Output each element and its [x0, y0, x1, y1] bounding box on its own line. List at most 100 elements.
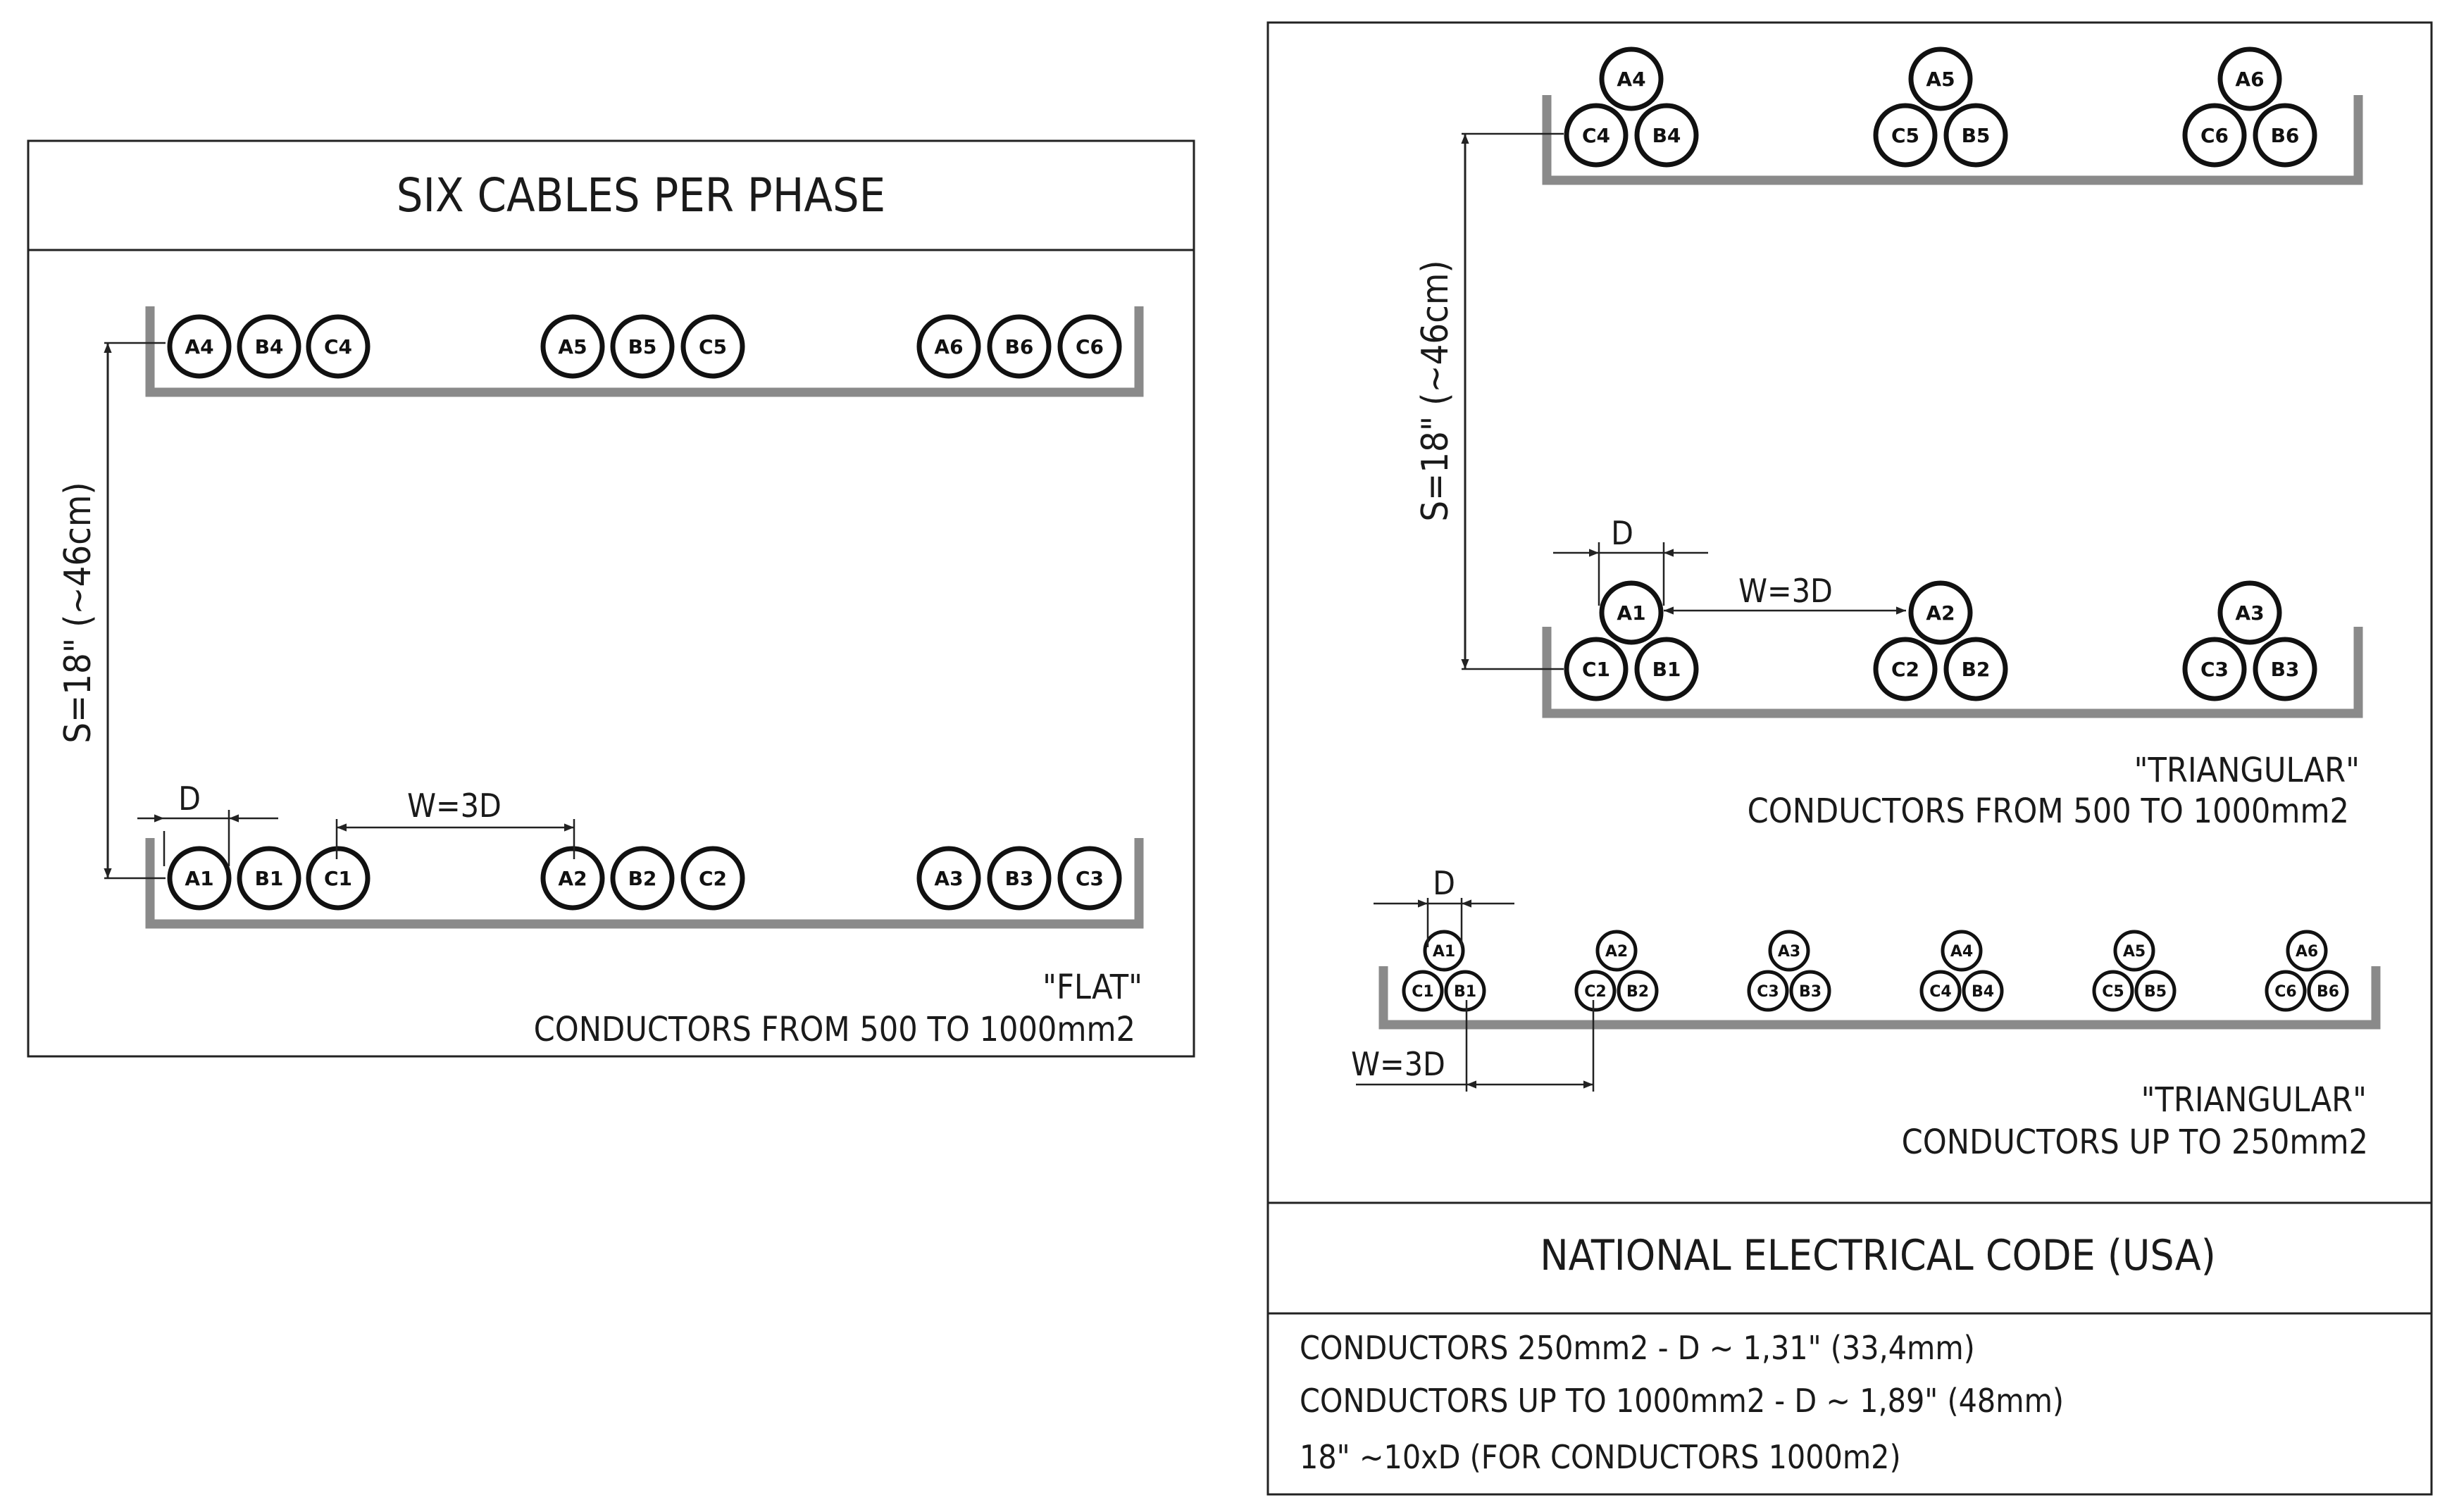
cable-b4: B4: [1962, 970, 2004, 1012]
cable-b1: B1: [1634, 637, 1699, 701]
right-panel-frame: [1266, 21, 2433, 1496]
cable-circle: [1747, 970, 1789, 1012]
cable-b2: B2: [1943, 637, 2008, 701]
cable-label: B6: [2317, 983, 2339, 1001]
cable-label: C1: [1412, 983, 1433, 1001]
cable-c3: C3: [2182, 637, 2247, 701]
left-d-label: D: [178, 780, 201, 818]
left-panel-frame: [27, 139, 1195, 1058]
cable-a6: A6: [2217, 46, 2282, 111]
cable-label: A6: [2296, 943, 2318, 961]
left-spacing-label: S=18" (~46cm): [57, 482, 99, 743]
cable-label: C5: [699, 335, 727, 358]
left-panel-title: SIX CABLES PER PHASE: [397, 168, 885, 223]
cable-a3: A3: [1768, 930, 1810, 972]
cable-label: A6: [934, 335, 963, 358]
cable-label: A3: [934, 867, 963, 890]
cable-circle: [306, 846, 371, 911]
cable-circle: [167, 846, 232, 911]
cable-circle: [916, 314, 981, 379]
right-small-tray: [1378, 966, 2381, 1030]
cable-a6: A6: [2286, 930, 2328, 972]
cable-circle: [987, 314, 1052, 379]
cable-label: C3: [1757, 983, 1779, 1001]
cable-label: C3: [1076, 867, 1104, 890]
cable-c2: C2: [1873, 637, 1938, 701]
code-title: NATIONAL ELECTRICAL CODE (USA): [1540, 1231, 2216, 1280]
cable-a4: A4: [1941, 930, 1983, 972]
cable-a2: A2: [1908, 580, 1973, 645]
left-w-label: W=3D: [407, 787, 502, 825]
cable-circle: [610, 314, 675, 379]
cable-b1: B1: [1444, 970, 1486, 1012]
cable-label: C6: [1076, 335, 1104, 358]
cable-c4: C4: [1564, 103, 1629, 168]
cable-label: A5: [1926, 68, 1955, 91]
cable-circle: [2307, 970, 2349, 1012]
cable-circle: [1574, 970, 1617, 1012]
cable-label: C2: [699, 867, 727, 890]
cable-circle: [1057, 314, 1122, 379]
cable-label: A4: [185, 335, 213, 358]
cable-label: C1: [324, 867, 352, 890]
cable-label: C2: [1584, 983, 1606, 1001]
cable-a4: A4: [1599, 46, 1664, 111]
cable-label: B1: [255, 867, 284, 890]
cable-label: A5: [558, 335, 587, 358]
right-caption-conductors: CONDUCTORS FROM 500 TO 1000mm2: [1748, 792, 2349, 831]
cable-label: B4: [1972, 983, 1994, 1001]
left-top-tray: [145, 306, 1144, 397]
cable-circle: [1599, 46, 1664, 111]
cable-c6: C6: [2265, 970, 2307, 1012]
cable-a5: A5: [2113, 930, 2155, 972]
cable-circle: [2265, 970, 2307, 1012]
cable-a1: A1: [167, 846, 232, 911]
cable-circle: [1057, 846, 1122, 911]
cable-a2: A2: [1595, 930, 1638, 972]
cable-circle: [237, 314, 301, 379]
cable-circle: [1908, 46, 1973, 111]
cable-label: B3: [2271, 658, 2300, 681]
cable-b2: B2: [610, 846, 675, 911]
cable-label: C4: [324, 335, 352, 358]
cable-b3: B3: [987, 846, 1052, 911]
cable-c5: C5: [680, 314, 745, 379]
cable-circle: [2182, 637, 2247, 701]
cable-label: A4: [1617, 68, 1645, 91]
cable-label: B2: [1962, 658, 1991, 681]
cable-b5: B5: [1943, 103, 2008, 168]
cable-circle: [2286, 930, 2328, 972]
cable-label: B5: [1962, 124, 1991, 147]
cable-circle: [2113, 930, 2155, 972]
cable-c5: C5: [1873, 103, 1938, 168]
cable-circle: [610, 846, 675, 911]
cable-label: B3: [1005, 867, 1034, 890]
cable-circle: [2134, 970, 2177, 1012]
cable-a5: A5: [1908, 46, 1973, 111]
cable-label: B3: [1799, 983, 1822, 1001]
cable-circle: [1768, 930, 1810, 972]
cable-label: A1: [185, 867, 213, 890]
cable-label: A6: [2235, 68, 2264, 91]
cable-c1: C1: [1402, 970, 1444, 1012]
cable-b5: B5: [2134, 970, 2177, 1012]
cable-circle: [306, 314, 371, 379]
cable-label: B4: [1652, 124, 1681, 147]
cable-circle: [1599, 580, 1664, 645]
right-w-label: W=3D: [1738, 572, 1833, 610]
cable-a3: A3: [916, 846, 981, 911]
cable-circle: [916, 846, 981, 911]
cable-circle: [1617, 970, 1659, 1012]
cable-a5: A5: [540, 314, 605, 379]
cable-label: C5: [1891, 124, 1919, 147]
cable-label: C4: [1929, 983, 1951, 1001]
right-bottom-tray: [1542, 627, 2363, 718]
cable-label: C3: [2200, 658, 2229, 681]
cable-a1: A1: [1599, 580, 1664, 645]
cable-a4: A4: [167, 314, 232, 379]
cable-circle: [1564, 637, 1629, 701]
cable-b6: B6: [2307, 970, 2349, 1012]
